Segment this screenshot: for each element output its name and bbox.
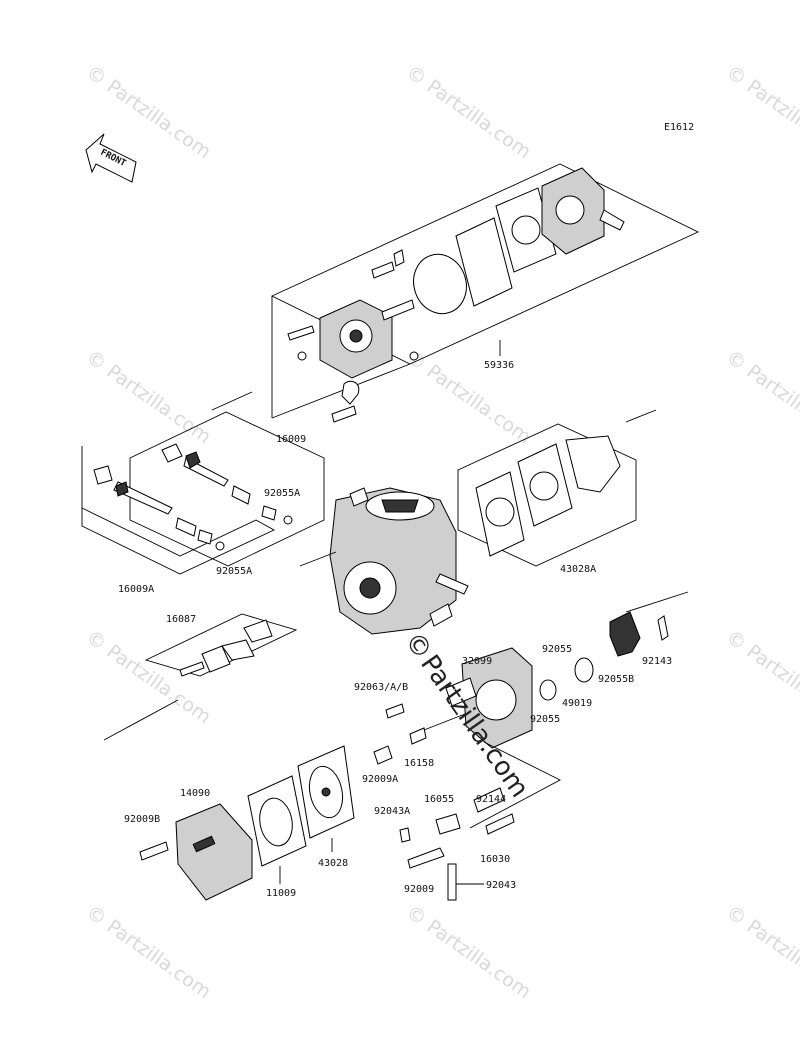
part-label-16158[interactable]: 16158 [404,758,434,769]
part-label-92009[interactable]: 92009 [404,884,434,895]
watermark-text: © Partzilla.com [722,61,800,163]
part-label-43028[interactable]: 43028 [318,858,348,869]
watermark-text: © Partzilla.com [82,346,215,448]
part-label-92055-bottom[interactable]: 92055 [530,714,560,725]
watermark-text: © Partzilla.com [402,901,535,1003]
part-label-59336[interactable]: 59336 [484,360,514,371]
part-label-92009a[interactable]: 92009A [362,774,398,785]
part-label-14090[interactable]: 14090 [180,788,210,799]
watermark-text: © Partzilla.com [722,901,800,1003]
watermark-text: © Partzilla.com [82,901,215,1003]
cover-32099 [445,647,533,749]
carburetor-body [329,487,469,635]
watermark-text: © Partzilla.com [82,626,215,728]
part-label-92055a-top[interactable]: 92055A [264,488,300,499]
part-label-92043a[interactable]: 92043A [374,806,410,817]
part-label-92063[interactable]: 92063/A/B [354,682,408,693]
watermark-text: © Partzilla.com [722,346,800,448]
part-label-92055-top[interactable]: 92055 [542,644,572,655]
gasket-set-43028a [457,423,637,567]
part-label-11009[interactable]: 11009 [266,888,296,899]
part-label-92055b[interactable]: 92055B [598,674,634,685]
part-label-92144[interactable]: 92144 [476,794,506,805]
part-label-16055[interactable]: 16055 [424,794,454,805]
part-label-49019[interactable]: 49019 [562,698,592,709]
part-label-92143[interactable]: 92143 [642,656,672,667]
needle-assembly-16009a [81,446,275,575]
plate-assembly-16087 [144,613,298,677]
needle-assembly-16009 [129,411,325,567]
front-arrow-icon: FRONT [85,133,137,183]
pump-assembly-59336 [270,163,700,423]
watermark-text: © Partzilla.com [402,346,535,448]
watermark-text: © Partzilla.com [402,61,535,163]
figure-code: E1612 [664,122,694,133]
part-label-92009b[interactable]: 92009B [124,814,160,825]
part-label-43028a[interactable]: 43028A [560,564,596,575]
watermark-text: © Partzilla.com [722,626,800,728]
bracket-92055b [609,611,669,657]
part-label-16030[interactable]: 16030 [480,854,510,865]
part-label-16009a[interactable]: 16009A [118,584,154,595]
diaphragm-43028 [297,745,355,839]
part-label-16087[interactable]: 16087 [166,614,196,625]
cover-14090 [139,803,253,901]
part-label-92043[interactable]: 92043 [486,880,516,891]
part-label-32099[interactable]: 32099 [462,656,492,667]
part-label-16009[interactable]: 16009 [276,434,306,445]
gasket-11009 [247,775,307,867]
part-label-92055a-bottom[interactable]: 92055A [216,566,252,577]
